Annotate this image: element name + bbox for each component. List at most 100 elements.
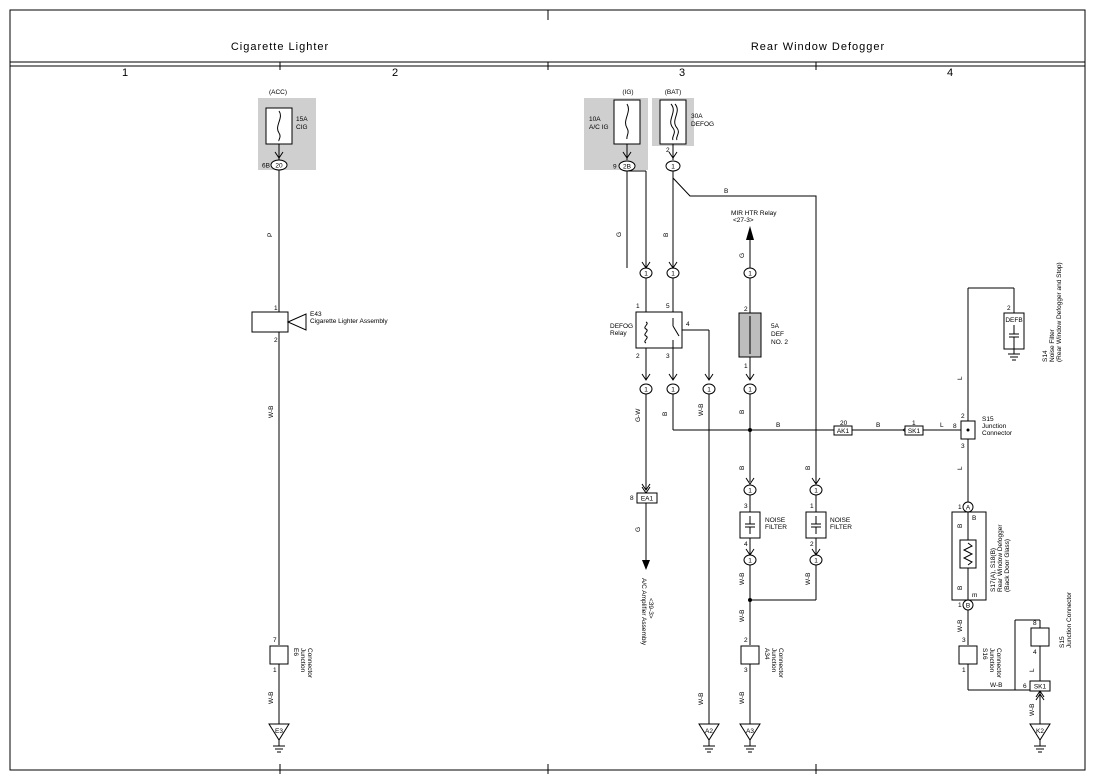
svg-text:Relay: Relay [610, 330, 627, 337]
svg-text:B: B [957, 524, 964, 528]
svg-text:5A: 5A [771, 323, 780, 330]
fuse-acig: (IG) 10A A/C IG 2B 9 [589, 89, 641, 172]
mir-htr-relay-ref: MIR HTR Relay <27-3> [731, 210, 777, 240]
wire-label-p: P [267, 233, 274, 237]
svg-text:W-B: W-B [1029, 703, 1036, 716]
svg-text:1: 1 [958, 602, 962, 609]
noise-filter-s14: 2 DEFB S14 Noise Filter (Rear Window Def… [1003, 262, 1063, 362]
svg-text:1: 1 [644, 387, 648, 394]
svg-text:NOISE: NOISE [765, 517, 786, 524]
svg-text:2: 2 [666, 147, 670, 154]
svg-text:1: 1 [644, 271, 648, 278]
svg-text:B: B [966, 603, 970, 610]
svg-text:1: 1 [748, 387, 752, 394]
svg-text:B: B [876, 422, 880, 429]
svg-text:B: B [972, 515, 976, 522]
svg-text:A: A [966, 505, 971, 512]
svg-text:10A: 10A [589, 116, 601, 123]
svg-text:Junction: Junction [982, 423, 1007, 430]
svg-text:L: L [957, 466, 964, 470]
svg-text:Rear Window Defogger: Rear Window Defogger [997, 524, 1004, 592]
svg-text:Connector: Connector [306, 648, 313, 679]
svg-text:15A: 15A [296, 116, 308, 123]
svg-text:EA1: EA1 [641, 496, 654, 503]
junction-s16: 3 1 S16 Junction Connector [958, 637, 1002, 679]
svg-text:B: B [662, 412, 669, 416]
svg-text:CIG: CIG [296, 124, 308, 131]
defog-relay: 1 5 4 2 3 DEFOG Relay [610, 278, 709, 360]
svg-text:1: 1 [958, 504, 962, 511]
svg-text:m: m [972, 592, 977, 599]
svg-text:3: 3 [744, 503, 748, 510]
junction-a34: 2 3 A34 Junction Connector [740, 637, 784, 679]
svg-text:A3: A3 [746, 728, 754, 735]
svg-text:G-W: G-W [635, 408, 642, 422]
svg-text:<27-3>: <27-3> [733, 217, 754, 224]
svg-text:1: 1 [671, 387, 675, 394]
ground-a2: A2 [698, 723, 720, 753]
svg-text:Noise Filter: Noise Filter [1049, 328, 1056, 362]
svg-text:1: 1 [962, 667, 966, 674]
fuse-defog: (BAT) 30A DEFOG 2 1 [659, 89, 714, 172]
svg-text:2B: 2B [623, 164, 631, 171]
svg-text:B: B [776, 422, 780, 429]
svg-text:SK1: SK1 [1034, 684, 1047, 691]
column-2: 2 [392, 67, 398, 79]
section-title-rear-window-defogger: Rear Window Defogger [751, 41, 885, 53]
svg-text:3: 3 [962, 637, 966, 644]
svg-text:2: 2 [274, 337, 278, 344]
svg-text:W-B: W-B [739, 691, 746, 704]
svg-text:W-B: W-B [268, 405, 275, 418]
column-3: 3 [679, 67, 685, 79]
frame [9, 9, 1086, 771]
svg-text:G: G [635, 527, 642, 532]
svg-text:DEF: DEF [771, 331, 784, 338]
svg-text:1: 1 [707, 387, 711, 394]
svg-text:2: 2 [744, 306, 748, 313]
svg-text:5: 5 [666, 303, 670, 310]
svg-text:A34: A34 [763, 648, 770, 660]
svg-text:W-B: W-B [698, 692, 705, 705]
svg-text:8: 8 [630, 495, 634, 502]
svg-text:A/C Amplifier Assembly: A/C Amplifier Assembly [640, 578, 647, 646]
svg-text:1: 1 [273, 667, 277, 674]
svg-text:3: 3 [961, 443, 965, 450]
svg-text:20: 20 [840, 420, 848, 427]
ground-k2: K2 [1029, 723, 1051, 753]
svg-text:1: 1 [636, 303, 640, 310]
svg-text:(IG): (IG) [622, 89, 633, 96]
svg-text:8: 8 [1033, 620, 1037, 627]
svg-text:W-B: W-B [739, 609, 746, 622]
svg-text:S16: S16 [981, 648, 988, 660]
svg-text:B: B [805, 466, 812, 470]
svg-text:(Rear Window Defogger and Stop: (Rear Window Defogger and Stop) [1056, 262, 1063, 362]
cigarette-lighter-e43: 1 E43 Cigarette Lighter Assembly 2 [251, 305, 388, 344]
svg-text:1: 1 [814, 488, 818, 495]
svg-text:MIR HTR Relay: MIR HTR Relay [731, 210, 777, 217]
column-4: 4 [947, 67, 953, 79]
svg-text:30A: 30A [691, 113, 703, 120]
noise-filter-2: 1 NOISE FILTER 2 1 [805, 495, 852, 566]
svg-text:B: B [739, 410, 746, 414]
connector-sk1: 1 SK1 [902, 420, 924, 436]
svg-text:2: 2 [1007, 305, 1011, 312]
svg-text:W-B: W-B [957, 619, 964, 632]
svg-text:A2: A2 [705, 728, 713, 735]
svg-text:B: B [739, 466, 746, 470]
svg-text:AK1: AK1 [837, 428, 850, 435]
fuse-def-no2: 2 5A DEF NO. 2 1 1 [738, 278, 788, 395]
svg-text:1: 1 [671, 271, 675, 278]
svg-text:(BAT): (BAT) [665, 89, 682, 96]
svg-text:FILTER: FILTER [765, 524, 787, 531]
svg-text:B: B [663, 233, 670, 237]
svg-text:9: 9 [613, 164, 617, 171]
svg-text:W-B: W-B [805, 572, 812, 585]
column-1: 1 [122, 67, 128, 79]
svg-text:1: 1 [671, 164, 675, 171]
svg-text:4: 4 [744, 541, 748, 548]
svg-text:2: 2 [810, 541, 814, 548]
svg-text:7: 7 [273, 637, 277, 644]
svg-text:B: B [724, 188, 728, 195]
svg-text:(ACC): (ACC) [269, 89, 287, 96]
